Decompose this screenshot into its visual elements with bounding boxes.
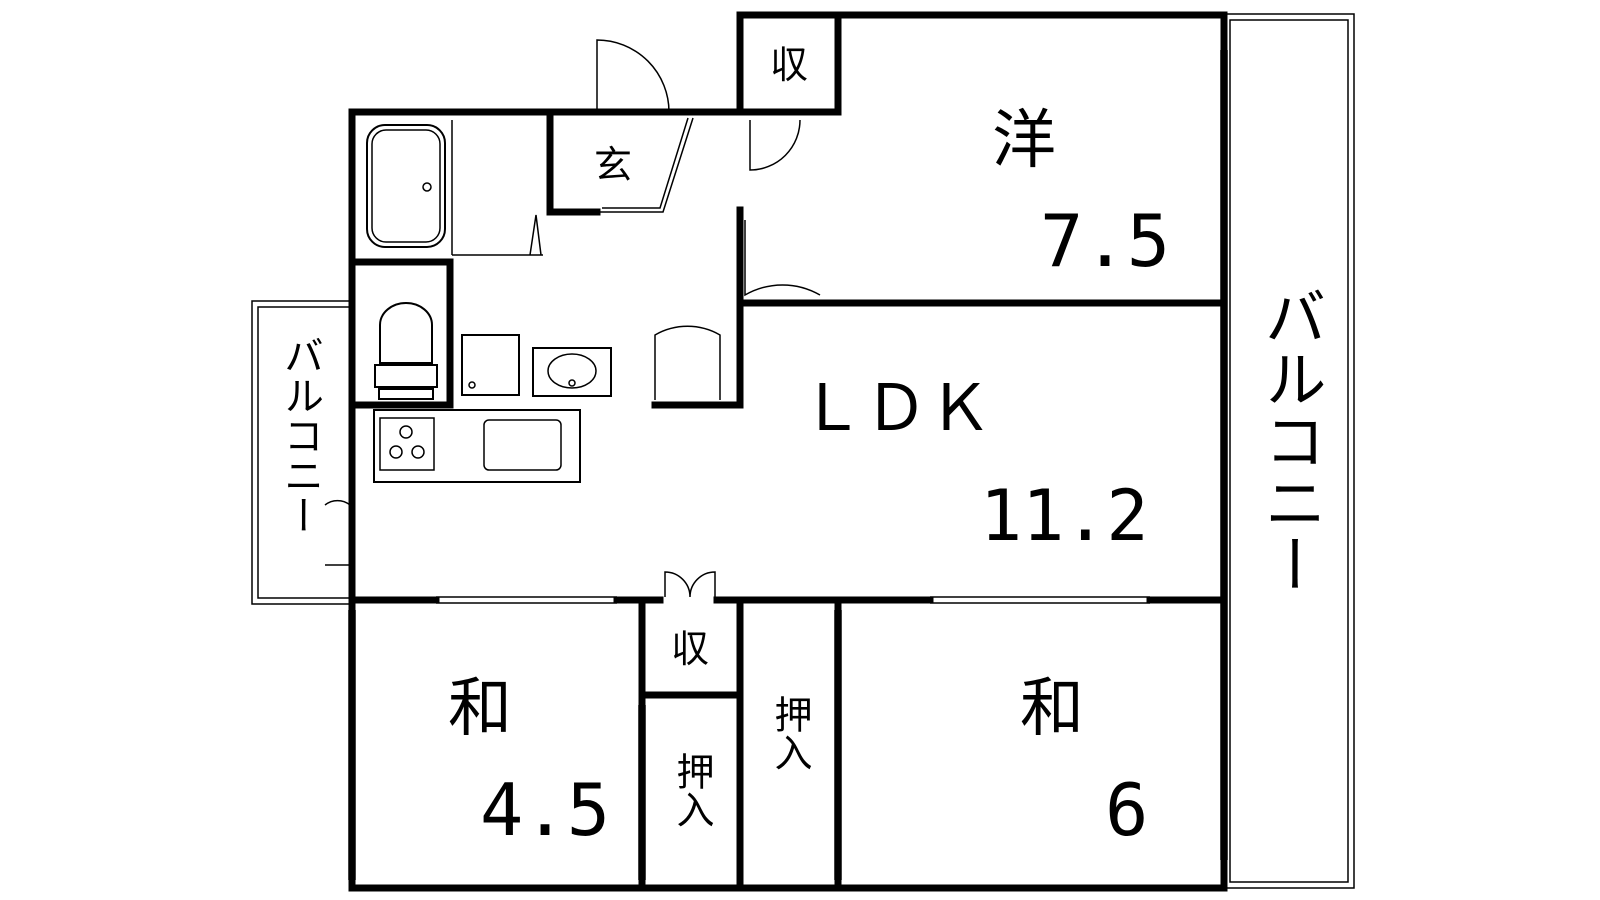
japanese-small-label: 和 (448, 672, 512, 746)
western-room-label: 洋 (992, 104, 1056, 178)
western-room-size: 7.5 (1040, 199, 1170, 283)
storage-mid-label: 収 (671, 627, 709, 671)
japanese-large-label: 和 (1020, 672, 1084, 746)
balcony-right-label: バルコニー (1254, 285, 1327, 595)
entrance-label: 玄 (594, 143, 632, 187)
kitchen-counter (373, 409, 581, 483)
closet-right-label: 押入 (768, 695, 812, 771)
walls (348, 11, 1228, 892)
bathtub (366, 120, 543, 256)
balcony-left-label: バルコニー (277, 335, 323, 535)
storage-top-label: 収 (770, 43, 808, 87)
closet-left-label: 押入 (670, 752, 714, 828)
sliding-doors (348, 50, 1228, 880)
washer (461, 334, 520, 396)
japanese-small-size: 4.5 (480, 768, 610, 852)
japanese-large-size: 6 (1105, 768, 1148, 852)
washbasin (532, 347, 612, 397)
ldk-size: 11.2 (980, 475, 1149, 557)
door-swings (324, 39, 821, 598)
toilet (374, 302, 438, 400)
ldk-label: ＬＤＫ (800, 372, 992, 446)
